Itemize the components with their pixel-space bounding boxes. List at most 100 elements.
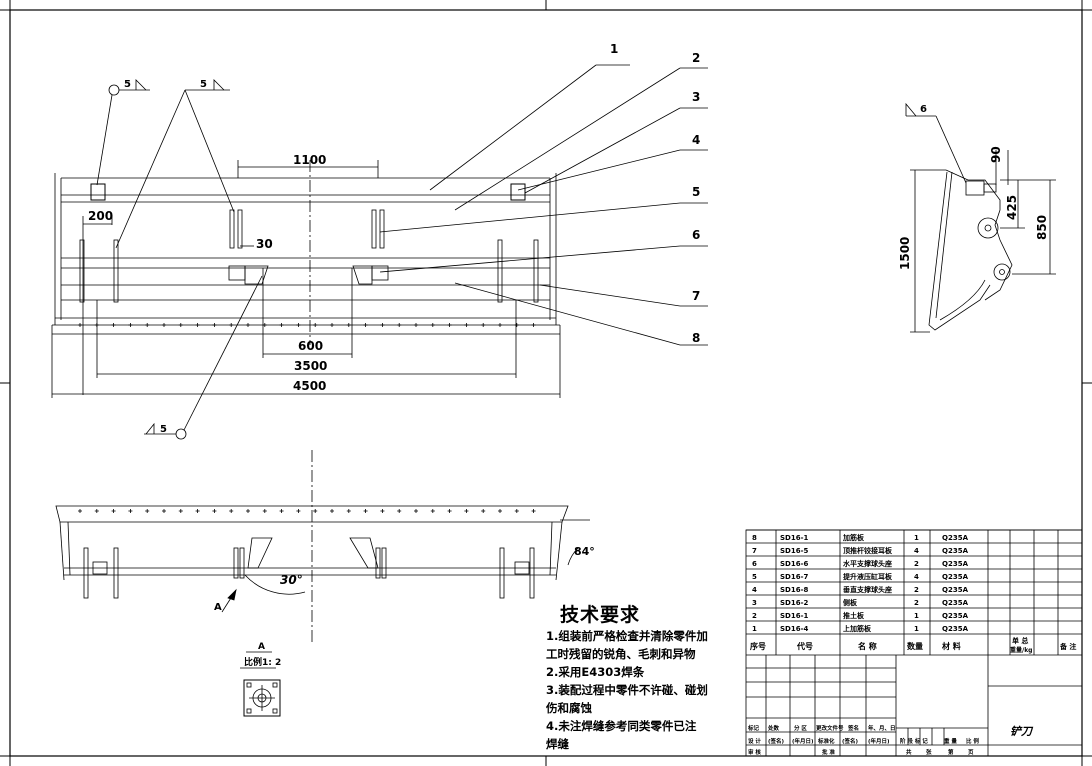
table-cell-no: 1: [752, 625, 757, 633]
weld-symbols: 5 5 5: [124, 79, 207, 435]
table-cell-no: 6: [752, 560, 757, 568]
stage-weight: 重 量: [944, 737, 957, 745]
drawing-name: 铲刀: [1010, 725, 1034, 738]
sig-standard: 标准化: [817, 737, 835, 745]
table-cell-code: SD16-4: [780, 625, 808, 633]
detail-label: A: [258, 642, 265, 652]
table-cell-code: SD16-7: [780, 573, 808, 581]
table-cell-no: 4: [752, 586, 757, 594]
weld-flags: [135, 79, 225, 435]
tech-line: 焊缝: [546, 737, 569, 751]
stage-mark: 阶 段 标 记: [900, 737, 928, 745]
tech-line: 2.采用E4303焊条: [546, 665, 645, 679]
detail-scale: 比例1: 2: [244, 656, 281, 668]
table-cell-name: 加筋板: [842, 533, 865, 542]
tech-line: 伤和腐蚀: [546, 701, 592, 715]
table-cell-no: 7: [752, 547, 757, 555]
tech-line: 3.装配过程中零件不许碰、碰划: [546, 683, 708, 697]
header-unit: 单 总: [1012, 636, 1028, 645]
sheet-unit2: 页: [968, 748, 974, 756]
table-cell-material: Q235A: [942, 547, 969, 555]
table-cell-material: Q235A: [942, 586, 969, 594]
table-cell-qty: 4: [914, 547, 919, 555]
weld-symbol-2: 5: [200, 79, 207, 90]
sheet-total: 共: [906, 748, 912, 756]
header-no: 序号: [750, 641, 766, 651]
tech-line: 工时残留的锐角、毛刺和异物: [546, 647, 696, 661]
table-cell-material: Q235A: [942, 599, 969, 607]
table-cell-qty: 2: [914, 599, 919, 607]
header-weight: 重量/kg: [1010, 646, 1032, 654]
table-cell-qty: 1: [914, 625, 919, 633]
top-annotations: 84° 30° A: [214, 545, 595, 613]
dim-200: 200: [88, 209, 113, 223]
sig-design-date: (年月日): [792, 737, 814, 745]
table-cell-name: 侧板: [843, 598, 858, 607]
side-view: [905, 102, 1056, 333]
dim-3500: 3500: [294, 359, 327, 373]
header-code: 代号: [796, 641, 813, 651]
table-cell-code: SD16-1: [780, 612, 808, 620]
header-remark: 备 注: [1059, 642, 1076, 651]
front-view: [51, 64, 708, 440]
sig-count: 处数: [767, 724, 780, 732]
balloon-3: 3: [692, 90, 700, 104]
table-cell-qty: 4: [914, 573, 919, 581]
sig-standard-date: (年月日): [868, 737, 890, 745]
dim-600: 600: [298, 339, 323, 353]
balloon-4: 4: [692, 133, 700, 147]
dim-1100: 1100: [293, 153, 326, 167]
table-cell-material: Q235A: [942, 573, 969, 581]
balloon-2: 2: [692, 51, 700, 65]
table-cell-name: 垂直支撑球头座: [843, 585, 892, 594]
technical-requirements: 技术要求 1.组装前严格检查并清除零件加 工时残留的锐角、毛刺和异物 2.采用E…: [546, 600, 746, 753]
sig-approve: 批 准: [822, 748, 835, 756]
table-cell-no: 2: [752, 612, 757, 620]
sig-date: 年、月、日: [868, 724, 896, 732]
table-cell-material: Q235A: [942, 534, 969, 542]
view-arrow-label: A: [214, 602, 222, 613]
table-cell-name: 提升液压缸耳板: [842, 572, 893, 581]
dim-850: 850: [1035, 215, 1049, 240]
header-material: 材 料: [942, 641, 961, 651]
top-view: [55, 450, 590, 645]
table-cell-name: 水平支撑球头座: [843, 559, 892, 568]
dim-4500: 4500: [293, 379, 326, 393]
table-cell-code: SD16-8: [780, 586, 808, 594]
sheet-no: 第: [948, 748, 954, 756]
table-cell-no: 8: [752, 534, 757, 542]
table-cell-material: Q235A: [942, 560, 969, 568]
tech-line: 1.组装前严格检查并清除零件加: [546, 629, 708, 643]
dim-90: 90: [989, 146, 1003, 163]
balloon-8: 8: [692, 331, 700, 345]
table-cell-qty: 1: [914, 612, 919, 620]
weld-symbol-1: 5: [124, 79, 131, 90]
title-block: [746, 655, 1082, 756]
dim-1500: 1500: [898, 237, 912, 270]
weld-symbol-3: 5: [160, 424, 167, 435]
table-cell-code: SD16-5: [780, 547, 808, 555]
sig-mark: 标记: [747, 724, 760, 732]
table-cell-material: Q235A: [942, 612, 969, 620]
sig-review: 审 核: [748, 748, 761, 756]
detail-labels: A 比例1: 2: [244, 642, 281, 668]
angle-84: 84°: [574, 545, 595, 558]
title-block-text: 标记 处数 分 区 更改文件号 签名 年、月、日 设 计 (签名) (年月日) …: [747, 724, 1034, 756]
detail-view-a: [240, 651, 281, 717]
top-bolt-marks: [78, 509, 536, 513]
table-cell-name: 顶推杆铰接耳板: [843, 546, 893, 555]
table-cell-name: 推土板: [843, 611, 865, 620]
sheet-unit1: 张: [926, 748, 932, 756]
table-cell-material: Q235A: [942, 625, 969, 633]
table-cell-code: SD16-6: [780, 560, 808, 568]
parts-header: 序号 代号 名 称 数量 材 料 单 总 重量/kg 备 注: [750, 636, 1076, 654]
balloon-7: 7: [692, 289, 700, 303]
header-qty: 数量: [907, 641, 923, 651]
side-dimensions: 90 425 850 1500 6: [898, 104, 1049, 270]
table-cell-code: SD16-2: [780, 599, 808, 607]
table-cell-code: SD16-1: [780, 534, 808, 542]
front-dimensions: 1100 200 30 600 3500 4500: [88, 153, 327, 393]
